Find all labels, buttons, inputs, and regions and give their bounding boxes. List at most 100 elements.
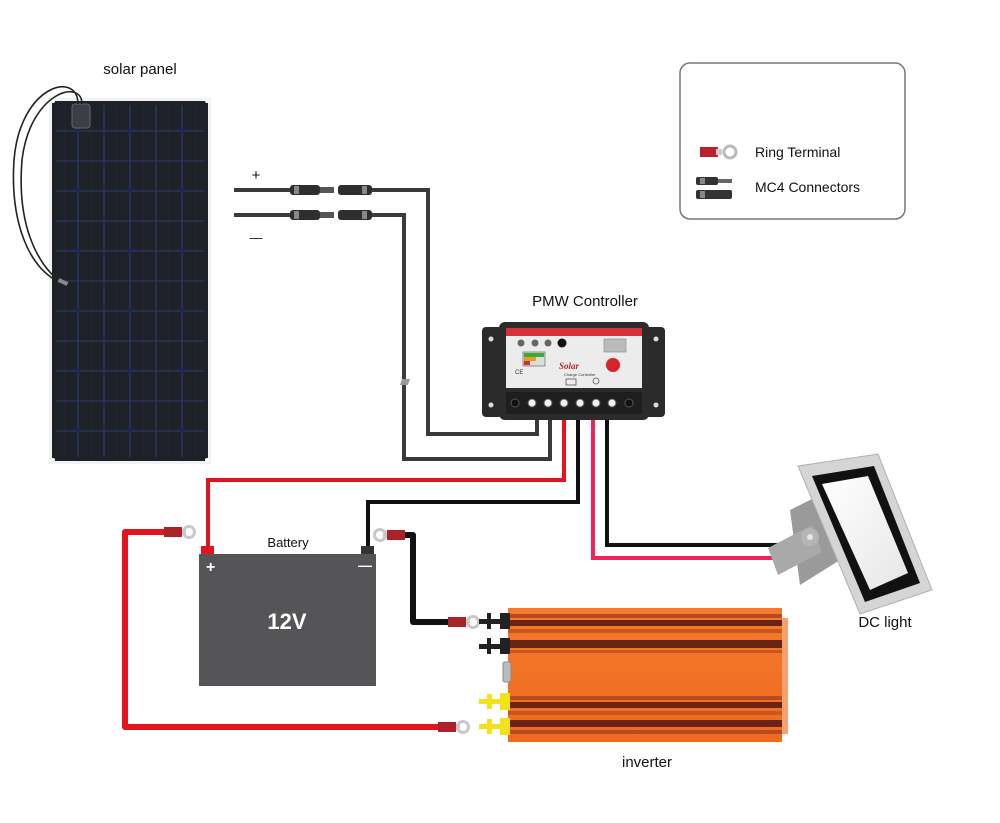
terminal-screw xyxy=(559,398,569,408)
inverter-fins xyxy=(508,614,782,734)
panel-cell-node xyxy=(127,248,133,254)
legend-box xyxy=(679,62,906,220)
battery-voltage: 12V xyxy=(267,609,306,634)
controller-battery-negative-wire xyxy=(366,420,580,550)
controller-battery-positive-wire xyxy=(206,420,566,550)
inverter-fin xyxy=(508,696,782,700)
pv-negative-label: — xyxy=(250,230,263,245)
ring-terminals xyxy=(164,525,480,734)
terminal-strip xyxy=(506,392,642,414)
panel-cell-node xyxy=(179,368,185,374)
panel-cell-node xyxy=(127,128,133,134)
solar-panel xyxy=(12,86,211,464)
ring-terminal-icon xyxy=(700,144,738,160)
terminal-screw xyxy=(591,398,601,408)
inverter-negative-terminal xyxy=(479,613,510,629)
panel-cell-node xyxy=(75,428,81,434)
junction-box xyxy=(71,103,91,129)
ce-mark: CE xyxy=(515,370,523,376)
terminal-screw xyxy=(607,398,617,408)
legend-label-mc4-connectors: MC4 Connectors xyxy=(755,179,860,195)
inverter-negative-wire xyxy=(405,532,450,625)
controller-subtitle: Charge Controller xyxy=(564,372,596,377)
mc4-connector-icon xyxy=(696,177,732,199)
terminal-screw xyxy=(527,398,537,408)
inverter-fin xyxy=(508,650,782,653)
ring-terminal-sleeve xyxy=(448,617,466,627)
panel-cell-node xyxy=(75,248,81,254)
inverter-endcap xyxy=(782,618,788,734)
terminal-screws xyxy=(510,398,634,408)
status-led xyxy=(531,339,539,347)
mc4-connectors xyxy=(290,185,372,220)
digital-display xyxy=(603,338,627,353)
bulb-symbol-icon xyxy=(592,377,600,385)
mc4-connector-pin xyxy=(320,187,334,193)
terminal-screw xyxy=(510,398,520,408)
light-lens xyxy=(822,476,908,590)
panel-cell-node xyxy=(75,308,81,314)
pv-negative-wire xyxy=(372,213,552,461)
load-positive-wire xyxy=(591,420,775,560)
mc4-connector-grip xyxy=(294,211,299,219)
battery-body xyxy=(199,554,376,686)
legend-label-ring-terminal: Ring Terminal xyxy=(755,144,840,160)
pigtail-connector xyxy=(57,278,69,286)
inverter-fin xyxy=(508,629,782,633)
inverter-fin xyxy=(508,620,782,626)
status-led xyxy=(517,339,525,347)
ring-terminal-eye xyxy=(466,615,480,629)
ring-terminal-eye xyxy=(182,525,196,539)
battery: + — 12V xyxy=(199,546,376,686)
inverter-label: inverter xyxy=(622,754,672,771)
inverter-positive-terminal-2 xyxy=(479,718,510,735)
terminal-screw xyxy=(624,398,634,408)
inverter xyxy=(479,608,788,742)
dc-light xyxy=(768,453,933,615)
solar-panel-cell-grid xyxy=(56,105,204,457)
load-negative-wire xyxy=(605,420,790,547)
mc4-connector-pin xyxy=(320,212,334,218)
pwm-controller: CE Solar Charge Controller xyxy=(399,322,665,420)
legend: Ring Terminal MC4 Connectors xyxy=(679,62,906,220)
ring-terminal-sleeve xyxy=(387,530,405,540)
inverter-fin xyxy=(508,614,782,618)
status-led xyxy=(544,339,552,347)
panel-eyelet xyxy=(51,99,55,103)
panel-cell-node xyxy=(179,248,185,254)
controller-mount-right xyxy=(645,327,665,417)
panel-cell-node xyxy=(75,188,81,194)
panel-cell-node xyxy=(127,428,133,434)
setting-button xyxy=(557,338,567,348)
panel-cell-node xyxy=(179,188,185,194)
mc4-connector-grip xyxy=(294,186,299,194)
battery-positive-label: + xyxy=(206,559,215,576)
controller-mount-left xyxy=(482,327,502,417)
inverter-fin xyxy=(508,730,782,734)
battery-wires xyxy=(206,420,580,550)
inverter-negative-terminal-2 xyxy=(479,638,510,654)
dc-light-label: DC light xyxy=(858,614,912,631)
pv-positive-wire xyxy=(372,188,539,436)
ring-terminal-eye xyxy=(373,528,387,542)
inverter-fin xyxy=(508,702,782,708)
inverter-positive-wire xyxy=(122,529,440,730)
controller-brand: Solar xyxy=(559,361,580,371)
controller-top-band xyxy=(506,328,642,336)
battery-positive-post xyxy=(201,546,214,554)
inverter-switch xyxy=(502,661,512,683)
mc4-connector-grip xyxy=(362,211,367,219)
terminal-screw xyxy=(575,398,585,408)
panel-eyelet xyxy=(205,99,209,103)
battery-negative-post xyxy=(361,546,374,554)
inverter-fin xyxy=(508,711,782,715)
panel-eyelet xyxy=(205,458,209,462)
panel-cell-node xyxy=(127,188,133,194)
solar-symbol-icon xyxy=(399,379,411,385)
panel-cell-node xyxy=(75,128,81,134)
ring-terminal-sleeve xyxy=(438,722,456,732)
inverter-fin xyxy=(508,720,782,727)
ring-terminal-eye xyxy=(456,720,470,734)
panel-cell-node xyxy=(179,308,185,314)
